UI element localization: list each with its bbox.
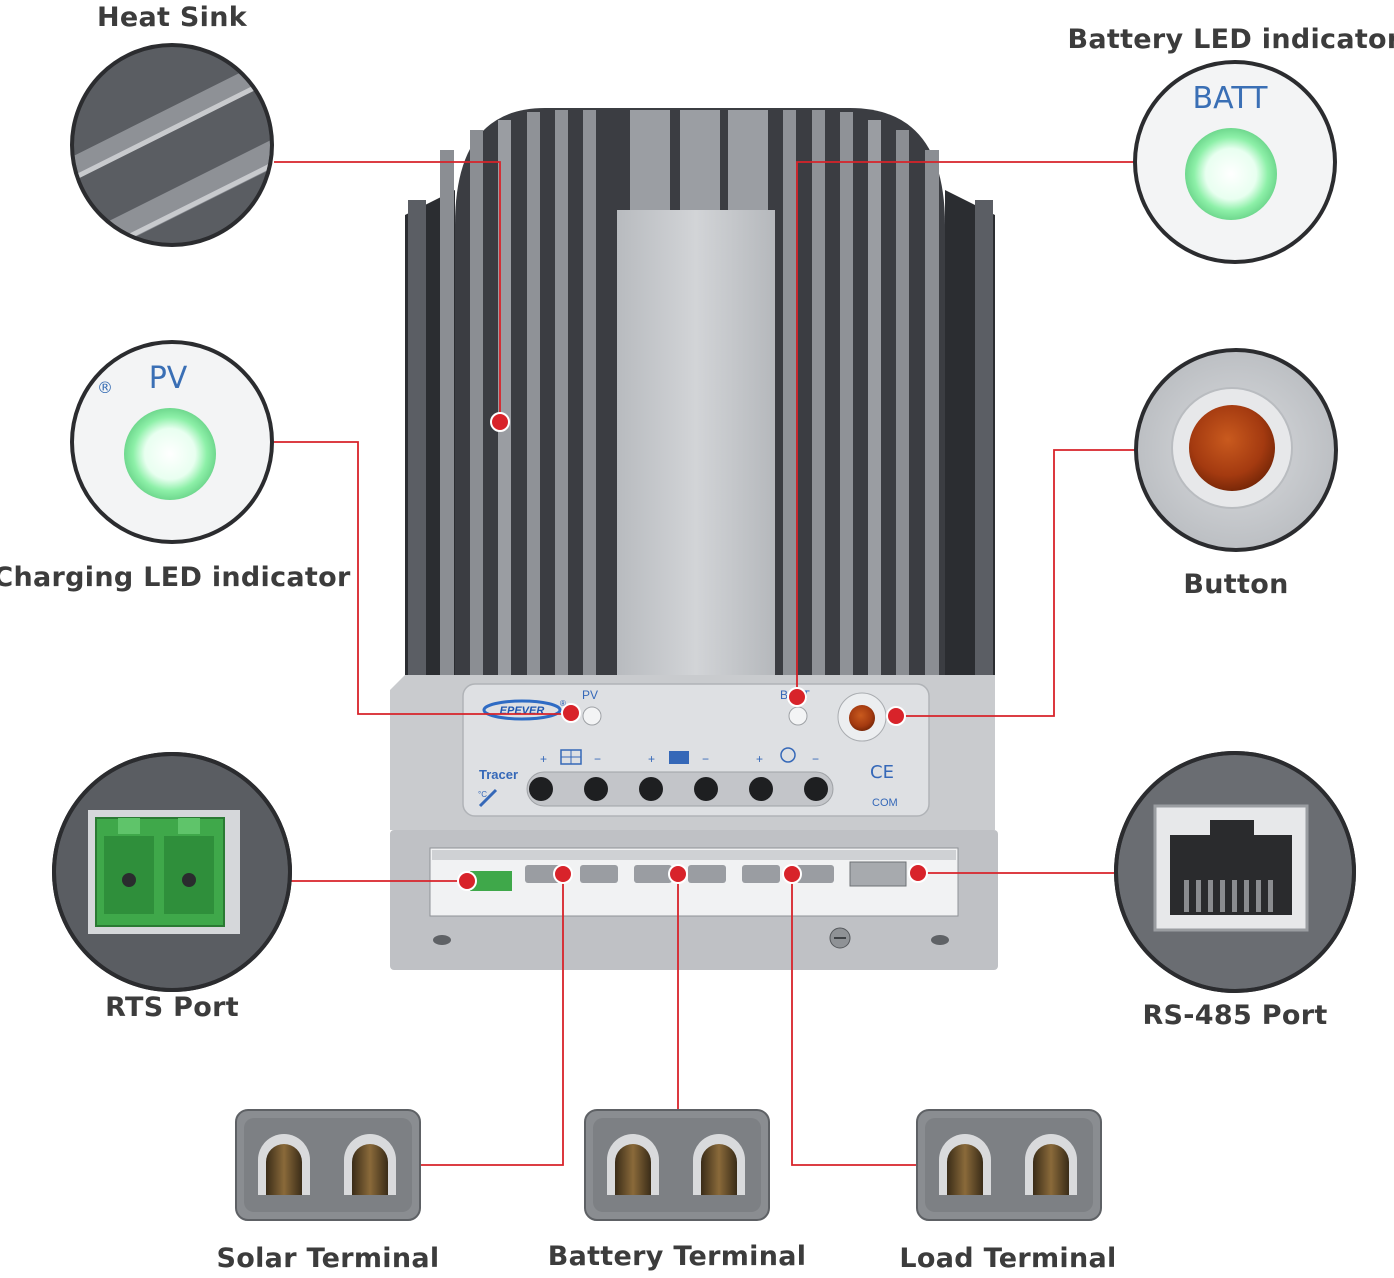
label-rs485-port: RS-485 Port bbox=[1142, 1000, 1328, 1031]
label-heat-sink: Heat Sink bbox=[96, 2, 248, 33]
batt-led bbox=[788, 706, 808, 726]
battery-plus-sign: + bbox=[648, 752, 655, 766]
leader-charging-led bbox=[274, 441, 570, 715]
battery-icon bbox=[669, 751, 689, 764]
leader-battery-led bbox=[796, 161, 1134, 697]
leader-solar bbox=[420, 874, 564, 1166]
charge-controller: EPEVER ® PV BATT + − + − + − Tracer °C C bbox=[390, 108, 998, 970]
battery-terminal-box bbox=[584, 1109, 770, 1221]
rs485-jack bbox=[849, 861, 907, 887]
com-label: COM bbox=[872, 797, 898, 809]
callout-button bbox=[1134, 348, 1338, 552]
bulb-icon bbox=[780, 747, 796, 763]
label-solar-terminal: Solar Terminal bbox=[216, 1243, 440, 1274]
temp-mark: °C bbox=[478, 790, 487, 799]
charging-led-icon bbox=[124, 408, 216, 500]
heat-sink-fins bbox=[408, 110, 993, 690]
screw-holes bbox=[529, 777, 828, 801]
label-button: Button bbox=[1183, 569, 1289, 600]
pv-panel-label: PV bbox=[582, 688, 598, 702]
leader-load bbox=[791, 874, 918, 1166]
button-icon bbox=[1189, 405, 1275, 491]
label-battery-led: Battery LED indicator bbox=[1067, 24, 1394, 55]
batt-callout-text: BATT bbox=[1193, 81, 1269, 116]
reg-mark-callout: ® bbox=[97, 378, 113, 397]
load-terminal-box bbox=[916, 1109, 1102, 1221]
label-load-terminal: Load Terminal bbox=[899, 1243, 1117, 1274]
solar-plus-sign: + bbox=[540, 752, 547, 766]
callout-rs485-port bbox=[1114, 751, 1356, 993]
solar-minus-sign: − bbox=[594, 752, 601, 766]
push-button[interactable] bbox=[849, 705, 875, 731]
label-rts-port: RTS Port bbox=[105, 992, 239, 1023]
leader-heat-sink bbox=[274, 161, 501, 422]
callout-battery-led: BATT bbox=[1133, 60, 1337, 264]
leader-button bbox=[896, 449, 1136, 717]
callout-heat-sink bbox=[70, 43, 274, 247]
leader-dots bbox=[457, 412, 928, 891]
brand-logo: EPEVER bbox=[500, 705, 545, 717]
battery-led-icon bbox=[1185, 128, 1277, 220]
model-label: Tracer bbox=[479, 767, 518, 782]
pv-led bbox=[582, 706, 602, 726]
load-minus-sign: − bbox=[812, 752, 819, 766]
center-spine bbox=[617, 210, 775, 690]
solar-terminal-box bbox=[235, 1109, 421, 1221]
label-charging-led: Charging LED indicator bbox=[0, 562, 351, 593]
pv-callout-text: PV bbox=[149, 361, 188, 396]
battery-minus-sign: − bbox=[702, 752, 709, 766]
leader-lines bbox=[274, 161, 1136, 1166]
callout-rts-port bbox=[52, 752, 292, 992]
callout-charging-led: PV ® bbox=[70, 340, 274, 544]
rts-connector bbox=[470, 871, 512, 891]
ce-mark: CE bbox=[870, 762, 894, 783]
temp-sensor-icon bbox=[478, 788, 498, 808]
label-battery-terminal: Battery Terminal bbox=[547, 1241, 807, 1272]
reg-mark: ® bbox=[560, 699, 566, 708]
load-plus-sign: + bbox=[756, 752, 763, 766]
